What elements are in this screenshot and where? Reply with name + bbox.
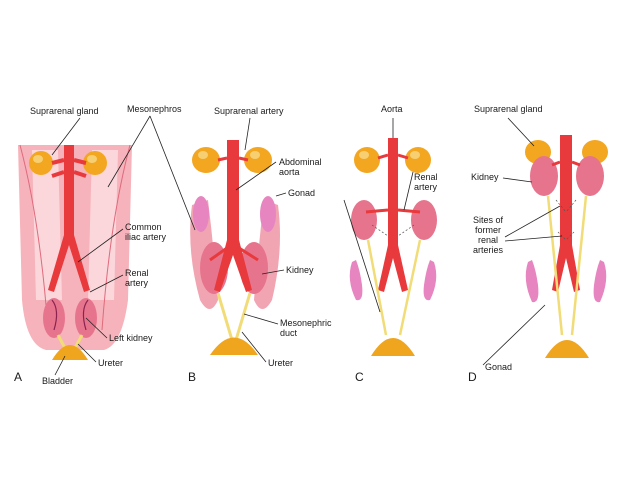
label-ureter-a: Ureter <box>98 358 124 368</box>
kidney-d-right <box>576 156 604 196</box>
label-sites-of-former-renal-arteries: Sites of former renal arteries <box>472 215 503 255</box>
label-renal-artery-c: Renal artery <box>414 172 438 192</box>
kidney-c-right <box>411 200 437 240</box>
suprarenal-gland-a-left <box>29 151 53 175</box>
suprarenal-gland-c-right <box>405 147 431 173</box>
panel-label-b: B <box>188 370 197 384</box>
gonad-c-left <box>349 260 363 301</box>
label-suprarenal-artery: Suprarenal artery <box>214 106 284 116</box>
kidney-c-left <box>351 200 377 240</box>
label-left-kidney: Left kidney <box>109 333 153 343</box>
leader-lines <box>51 115 563 376</box>
panel-d-illustration <box>525 135 608 358</box>
panel-label-d: D <box>468 370 477 384</box>
aorta-c <box>378 138 408 292</box>
label-mesonephric-duct: Mesonephric duct <box>280 318 332 338</box>
bladder-b <box>210 337 258 355</box>
aorta-a <box>48 145 90 292</box>
bladder-c <box>371 338 415 356</box>
panel-label-a: A <box>14 370 23 384</box>
panel-c-illustration <box>349 138 437 356</box>
label-suprarenal-gland-a: Suprarenal gland <box>30 106 99 116</box>
gonad-d-right <box>593 260 607 303</box>
label-bladder: Bladder <box>42 376 74 386</box>
label-abdominal-aorta: Abdominal aorta <box>279 157 322 177</box>
suprarenal-gland-b-right <box>244 147 272 173</box>
label-aorta: Aorta <box>381 104 403 114</box>
label-gonad-d: Gonad <box>485 362 513 372</box>
kidney-d-left <box>530 156 558 196</box>
label-kidney-d: Kidney <box>471 172 499 182</box>
aorta-d <box>552 135 580 292</box>
gonad-b-left <box>193 196 209 232</box>
label-gonad-b: Gonad <box>288 188 316 198</box>
kidney-a-left <box>43 298 65 338</box>
suprarenal-gland-b-left <box>192 147 220 173</box>
gonad-b-right <box>260 196 276 232</box>
label-common-iliac-artery: Common iliac artery <box>125 222 167 242</box>
panel-b-illustration <box>190 140 280 355</box>
gonad-c-right <box>423 260 437 301</box>
suprarenal-gland-c-left <box>354 147 380 173</box>
label-renal-artery-a: Renal artery <box>125 268 149 288</box>
bladder-d <box>545 340 589 358</box>
suprarenal-gland-a-right <box>83 151 107 175</box>
label-ureter-b: Ureter <box>268 358 294 368</box>
panel-a-illustration <box>18 144 132 360</box>
label-mesonephros: Mesonephros <box>127 104 182 114</box>
label-kidney-b: Kidney <box>286 265 314 275</box>
gonad-d-left <box>525 260 539 303</box>
label-suprarenal-gland-d: Suprarenal gland <box>474 104 543 114</box>
aorta-b <box>214 140 252 292</box>
panel-label-c: C <box>355 370 364 384</box>
bladder-a <box>52 345 88 360</box>
